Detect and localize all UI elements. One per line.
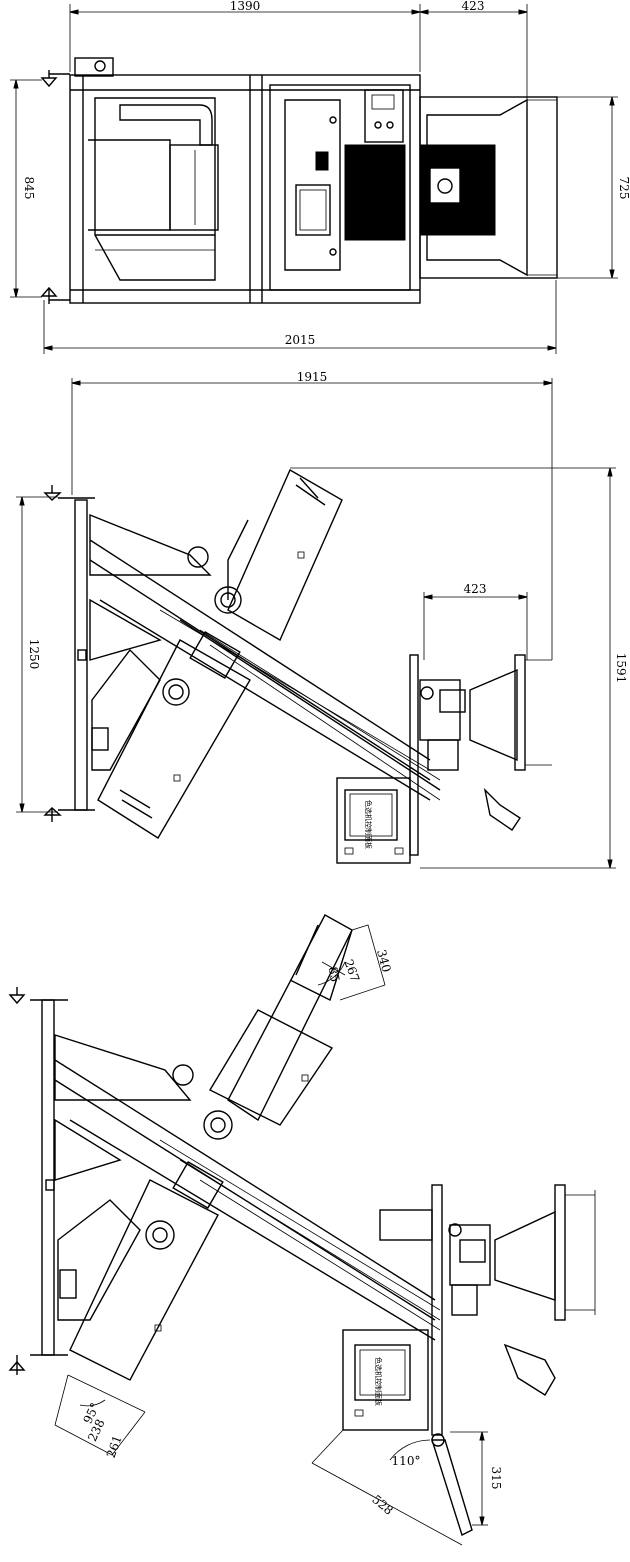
dim-261: 261	[104, 1433, 125, 1459]
top-view	[10, 4, 618, 354]
dim-1915: 1915	[297, 370, 328, 384]
motor-upper-open	[203, 1110, 233, 1140]
dim-85: 85	[326, 966, 342, 983]
vent-grille	[315, 151, 329, 171]
dim-528: 528	[369, 1492, 396, 1517]
motor-lower	[162, 678, 190, 706]
black-panel	[344, 144, 406, 241]
motor-upper	[214, 586, 242, 614]
dim-267: 267	[341, 957, 362, 983]
dim-340: 340	[374, 948, 393, 974]
side-view: 色选机控制面板	[16, 378, 616, 869]
dim-845: 845	[22, 177, 36, 200]
dim-2015: 2015	[285, 333, 316, 347]
control-panel-side	[336, 777, 411, 864]
dim-725: 725	[617, 177, 630, 200]
dim-1250: 1250	[27, 639, 41, 670]
open-view: 色选机控制面板	[8, 914, 596, 1546]
dim-423-side: 423	[464, 582, 487, 596]
dim-110-deg: 110°	[392, 1454, 421, 1468]
panel-label-side: 色选机控制面板	[364, 800, 373, 849]
dim-423-top: 423	[462, 0, 485, 13]
dim-315: 315	[489, 1467, 503, 1490]
foot-top-left	[40, 70, 70, 88]
dim-1390: 1390	[230, 0, 261, 13]
valve-unit	[74, 57, 114, 77]
motor-lower-open	[145, 1220, 175, 1250]
foot-bottom-left	[40, 286, 70, 304]
dim-1591: 1591	[614, 653, 628, 684]
display-screen	[295, 184, 331, 236]
control-panel-open	[342, 1329, 429, 1431]
panel-label-open: 色选机控制面板	[374, 1357, 383, 1406]
control-box	[364, 89, 404, 143]
